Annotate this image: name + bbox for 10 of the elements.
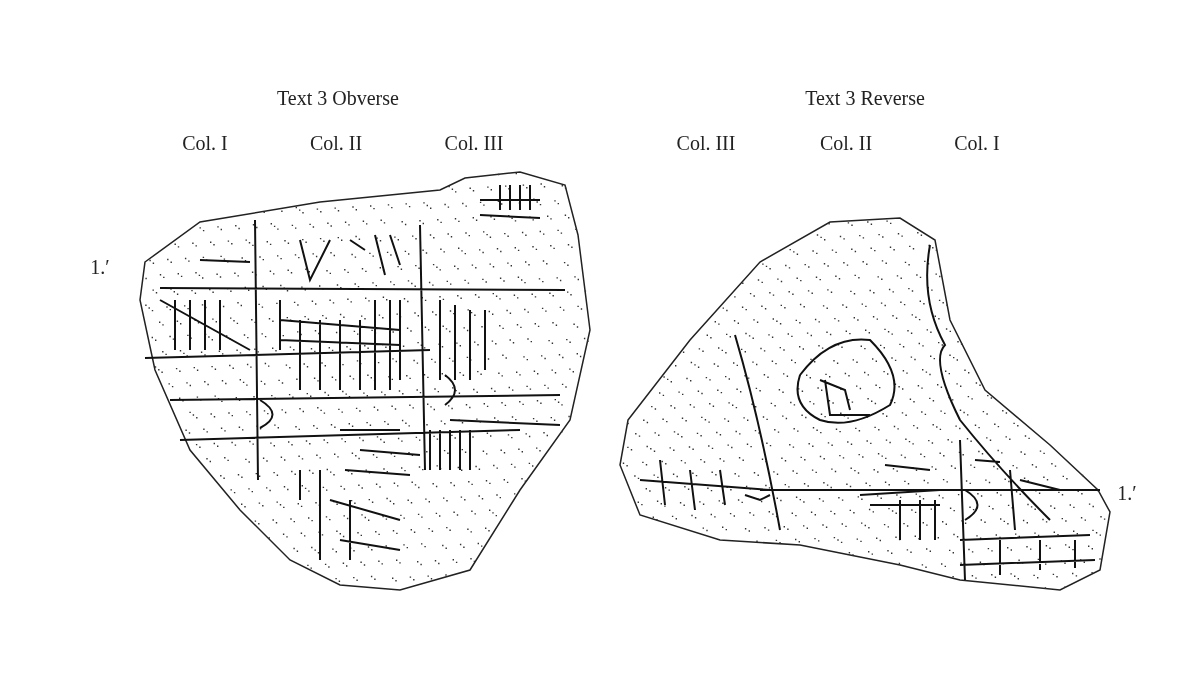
column-label: Col. II [309, 133, 363, 153]
column-label: Col. III [676, 133, 736, 153]
column-label: Col. I [182, 133, 228, 153]
tablet-heading: Text 3 Reverse [805, 88, 925, 108]
column-label: Col. I [954, 133, 1000, 153]
column-label: Col. III [444, 133, 504, 153]
tablet-heading: Text 3 Obverse [277, 88, 399, 108]
line-number: 1.′ [1117, 483, 1137, 503]
column-label: Col. II [819, 133, 873, 153]
line-number: 1.′ [90, 257, 110, 277]
